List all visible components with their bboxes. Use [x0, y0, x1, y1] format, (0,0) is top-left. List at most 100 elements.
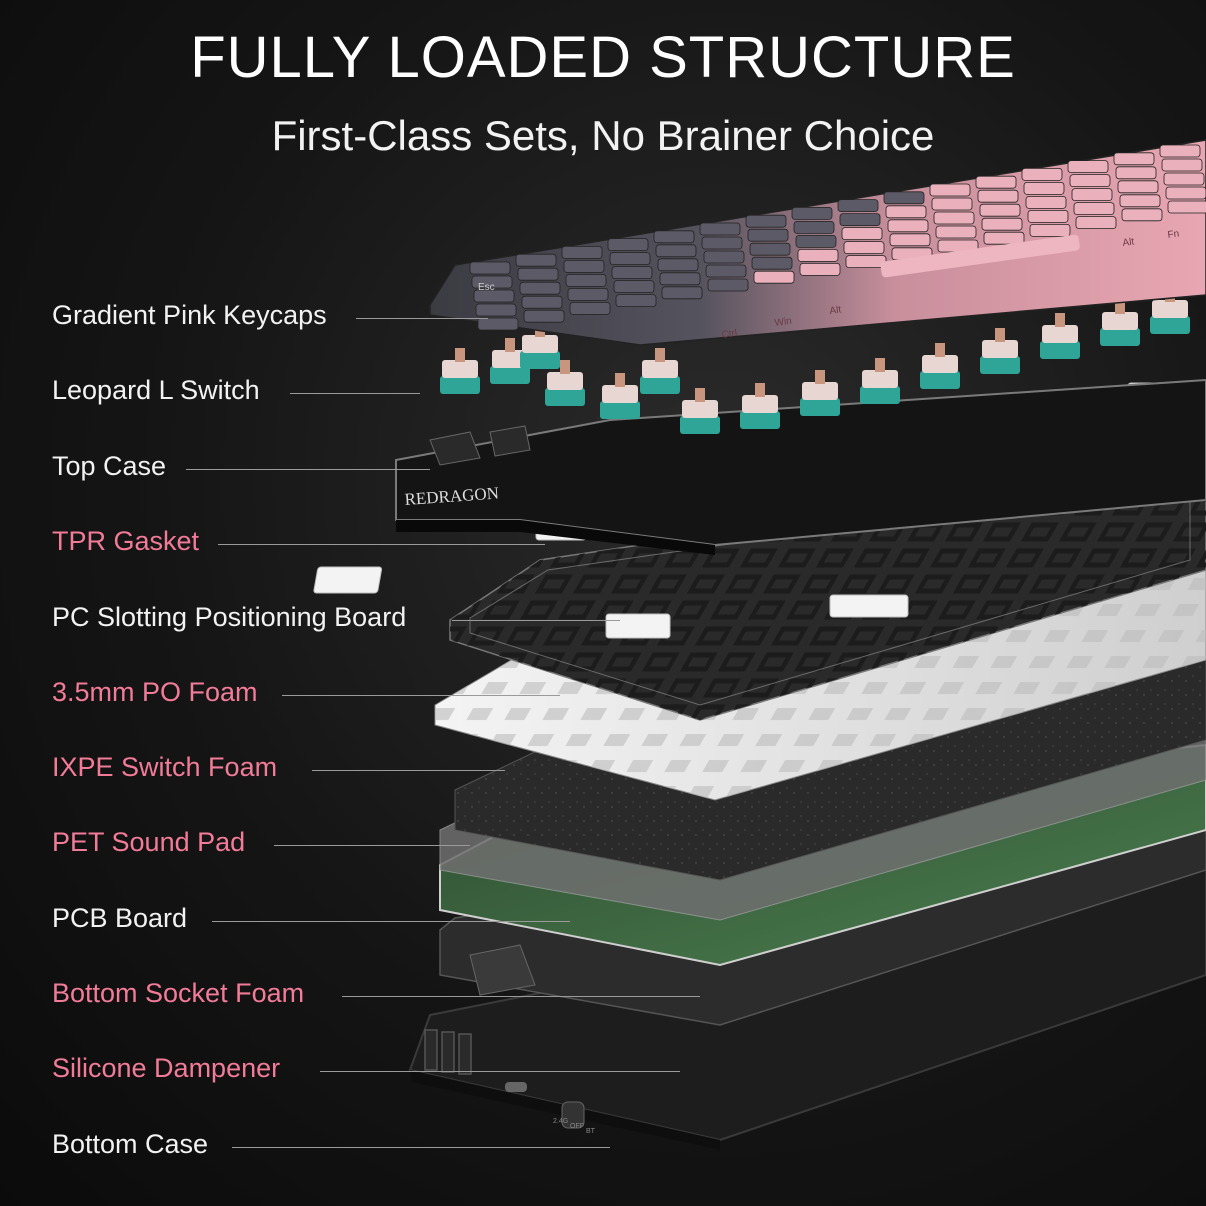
keycap — [1073, 202, 1115, 216]
keycap — [1025, 195, 1067, 209]
layer-label: IXPE Switch Foam — [52, 752, 278, 782]
leader-line — [282, 695, 560, 696]
switch-legend-off: OFF — [570, 1123, 584, 1130]
keycap — [607, 238, 649, 252]
keycap — [477, 317, 519, 331]
switch — [740, 383, 780, 429]
switch — [640, 348, 680, 394]
keycap-legend-fn: Fn — [1167, 228, 1180, 241]
keycap — [1029, 223, 1071, 237]
keycap — [613, 280, 655, 294]
keycap — [615, 294, 657, 308]
switch — [490, 338, 530, 384]
keycap — [1163, 172, 1205, 186]
keycap — [1069, 174, 1111, 188]
keycap — [797, 248, 839, 262]
leader-line — [342, 996, 700, 997]
keycap — [981, 217, 1023, 231]
keycap — [1071, 188, 1113, 202]
keycap — [1115, 166, 1157, 180]
keycap — [1167, 200, 1206, 214]
keycap-legend-alt-left: Alt — [829, 304, 842, 317]
keycap — [883, 191, 925, 205]
keycap — [611, 266, 653, 280]
keycap — [1113, 152, 1155, 166]
keycap — [885, 205, 927, 219]
keycap — [563, 259, 605, 273]
keycap — [705, 264, 747, 278]
keycap-legend-alt-right: Alt — [1122, 236, 1135, 249]
leader-line — [274, 845, 470, 846]
switch-legend-bt: BT — [586, 1128, 596, 1135]
keycap — [843, 241, 885, 255]
keycap — [935, 225, 977, 239]
keycap — [609, 252, 651, 266]
keycap — [565, 273, 607, 287]
keycap — [699, 222, 741, 236]
keycap — [975, 175, 1017, 189]
layer-label: Gradient Pink Keycaps — [52, 300, 327, 330]
page-subtitle: First-Class Sets, No Brainer Choice — [271, 112, 935, 159]
keycap — [793, 220, 835, 234]
leader-line — [186, 469, 430, 470]
switch — [920, 343, 960, 389]
keycap — [1117, 180, 1159, 194]
layer-label: PC Slotting Positioning Board — [52, 602, 407, 632]
keycap — [1121, 208, 1163, 222]
keycap — [791, 206, 833, 220]
keycap — [887, 219, 929, 233]
pc-plate-art — [449, 459, 1206, 721]
keycap — [749, 242, 791, 256]
keycap — [799, 262, 841, 276]
switch — [545, 360, 585, 406]
keycap — [837, 199, 879, 213]
keycap — [657, 258, 699, 272]
switch — [440, 348, 480, 394]
keycap — [655, 244, 697, 258]
keycap — [471, 275, 513, 289]
layer-label: PET Sound Pad — [52, 827, 246, 857]
keycap — [845, 255, 887, 269]
keycap — [567, 287, 609, 301]
keycap — [473, 289, 515, 303]
keycap — [889, 233, 931, 247]
leader-line — [212, 921, 570, 922]
keycap-legend-ctrl: Ctrl — [721, 328, 738, 341]
layer-label: 3.5mm PO Foam — [52, 677, 258, 707]
layer-label: Bottom Socket Foam — [52, 978, 305, 1008]
keycap — [523, 309, 565, 323]
leader-line — [452, 620, 620, 621]
leader-line — [290, 393, 420, 394]
keycap — [1021, 167, 1063, 181]
keycap — [653, 230, 695, 244]
keycap — [747, 228, 789, 242]
keycap — [979, 203, 1021, 217]
leader-line — [356, 318, 488, 319]
keycap — [1075, 216, 1117, 230]
keycap-legend-esc: Esc — [478, 282, 495, 293]
keycap — [933, 211, 975, 225]
page-title: FULLY LOADED STRUCTURE — [190, 25, 1016, 90]
leader-line — [312, 770, 505, 771]
switch — [600, 373, 640, 419]
switches-art — [440, 288, 1190, 434]
keycap — [983, 231, 1025, 245]
keycap — [841, 227, 883, 241]
layer-label: TPR Gasket — [52, 526, 200, 556]
switch — [980, 328, 1020, 374]
layer-label: Bottom Case — [52, 1129, 209, 1159]
keycap — [839, 213, 881, 227]
keycap — [1067, 160, 1109, 174]
switch — [860, 358, 900, 404]
layer-label: PCB Board — [52, 903, 188, 933]
keycap — [753, 270, 795, 284]
keycap — [977, 189, 1019, 203]
keycap — [661, 286, 703, 300]
leader-line — [320, 1071, 680, 1072]
keycap — [517, 267, 559, 281]
keycap — [1023, 181, 1065, 195]
keycap — [659, 272, 701, 286]
layer-label: Leopard L Switch — [52, 375, 260, 405]
switch-legend-24g: 2.4G — [553, 1118, 568, 1125]
